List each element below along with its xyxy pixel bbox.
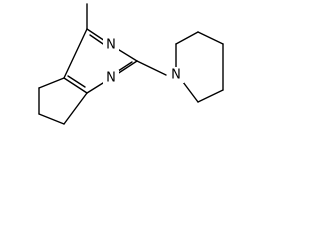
atom-label-n3: N (106, 38, 116, 53)
double-bond-c7a-c4a (67, 75, 86, 88)
bond-c6-c7 (38, 113, 65, 125)
bond-c4a-c4 (63, 28, 88, 79)
n3-label-bg (103, 37, 119, 53)
atom-label-n1: N (106, 71, 116, 86)
npip-label-bg (168, 67, 184, 83)
bond-pip-2 (175, 31, 199, 45)
bond-c7a-c4a (63, 77, 88, 94)
atom-label-n-piperidine: N (171, 68, 181, 83)
molecule-structure: N N N (38, 3, 224, 125)
bond-c7-c7a (63, 92, 88, 125)
bond-c4a-c5 (38, 77, 65, 89)
n1-label-bg (103, 70, 119, 86)
bond-pip-3 (197, 31, 224, 45)
bond-pip-5 (197, 89, 224, 103)
bond-c2-npip (136, 60, 167, 76)
bond-pip-6 (182, 81, 199, 103)
